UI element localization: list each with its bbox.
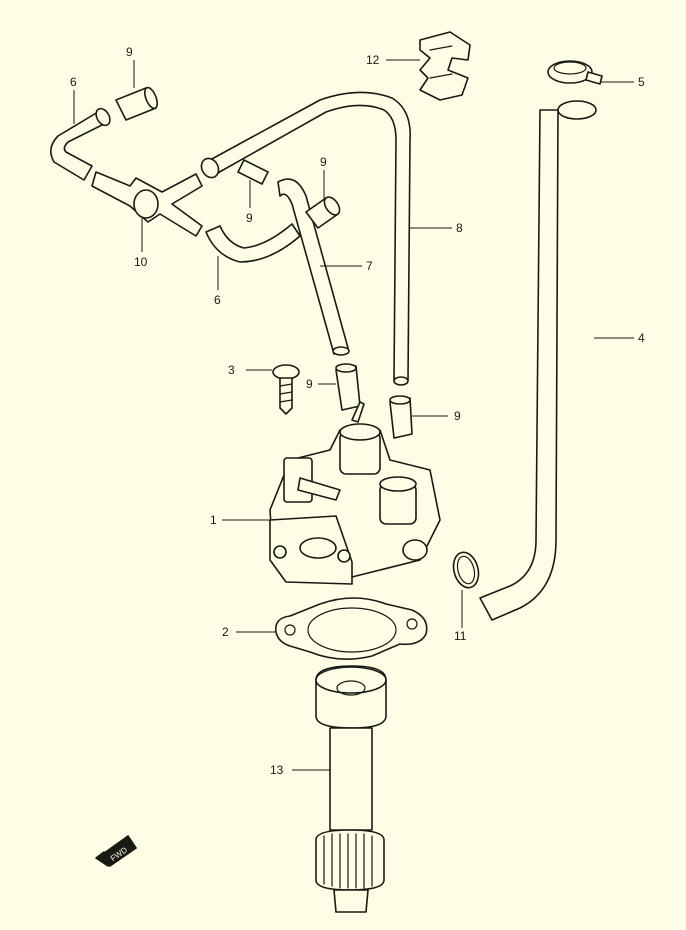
callout-9-lower-right: 9 bbox=[454, 409, 461, 423]
part-13-drive-shaft bbox=[315, 665, 387, 913]
part-4-return-hose bbox=[479, 100, 597, 621]
callout-5: 5 bbox=[638, 75, 645, 89]
leader-lines bbox=[73, 59, 634, 771]
callout-9-mid: 9 bbox=[246, 211, 253, 225]
part-10-t-joint bbox=[91, 171, 203, 237]
callout-9-right: 9 bbox=[320, 155, 327, 169]
callout-9-top: 9 bbox=[126, 45, 133, 59]
callout-numbers: 9 6 12 5 8 7 9 9 10 6 3 9 9 4 1 2 11 13 bbox=[70, 45, 645, 777]
part-9-sleeve-e bbox=[389, 395, 413, 439]
callout-6-bottom: 6 bbox=[214, 293, 221, 307]
part-9-sleeve-c bbox=[305, 196, 341, 229]
part-6-elbow-hose-bottom bbox=[205, 223, 301, 263]
part-8-hose bbox=[200, 91, 411, 386]
callout-4: 4 bbox=[638, 331, 645, 345]
callout-13: 13 bbox=[270, 763, 284, 777]
callout-1: 1 bbox=[210, 513, 217, 527]
callout-8: 8 bbox=[456, 221, 463, 235]
part-12-clip bbox=[419, 31, 471, 101]
callout-6-top: 6 bbox=[70, 75, 77, 89]
part-2-gasket bbox=[274, 597, 428, 660]
callout-10: 10 bbox=[134, 255, 148, 269]
callout-12: 12 bbox=[366, 53, 380, 67]
part-9-sleeve-d bbox=[335, 363, 361, 411]
part-9-sleeve-b bbox=[237, 159, 269, 185]
part-7-hose bbox=[277, 178, 350, 356]
part-11-o-ring bbox=[452, 551, 480, 589]
callout-11: 11 bbox=[454, 629, 467, 643]
fwd-arrow-icon: FWD bbox=[95, 835, 137, 867]
part-6-elbow-hose-top bbox=[50, 107, 111, 181]
callout-3: 3 bbox=[228, 363, 235, 377]
callout-7: 7 bbox=[366, 259, 373, 273]
part-9-sleeve-a bbox=[115, 86, 159, 121]
part-3-screw bbox=[272, 364, 300, 415]
callout-9-lower-left: 9 bbox=[306, 377, 313, 391]
part-1-oil-pump bbox=[269, 401, 441, 585]
part-5-hose-clamp bbox=[547, 60, 603, 85]
callout-2: 2 bbox=[222, 625, 229, 639]
